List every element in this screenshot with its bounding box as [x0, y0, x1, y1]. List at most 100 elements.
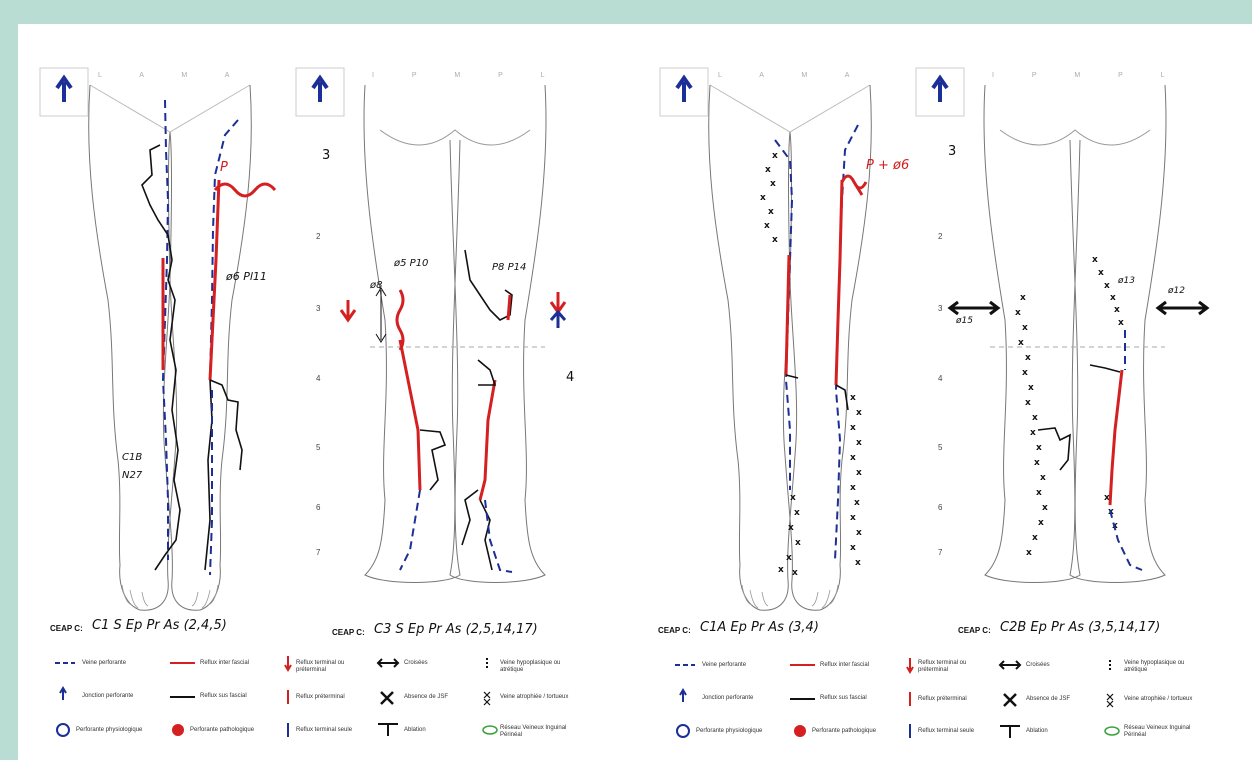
svg-text:x: x: [778, 565, 784, 575]
legend-item: Ablation: [1026, 728, 1048, 735]
reflux-cluster: [842, 176, 866, 195]
level-label: 6: [316, 503, 320, 512]
legend-item: Reflux terminal ou préterminal: [918, 660, 980, 674]
svg-text:x: x: [790, 493, 796, 503]
inter-fascial-reflux: [400, 340, 420, 490]
small-saphenous-vein: [400, 490, 420, 570]
reflux-segment: [508, 295, 510, 320]
level-label: 3: [938, 304, 942, 313]
legend-item: Reflux sus fascial: [820, 695, 867, 702]
svg-text:x: x: [850, 543, 856, 553]
svg-text:x: x: [1025, 398, 1031, 408]
svg-text:x: x: [768, 207, 774, 217]
handwritten-note: N27: [122, 470, 142, 481]
handwritten-note: ø15: [956, 316, 973, 326]
sus-fascial-reflux: [1090, 365, 1120, 372]
level-label: 2: [938, 232, 942, 241]
left-panel-posterior-legs: [364, 85, 546, 583]
legend-item: Reflux inter fascial: [820, 662, 869, 669]
perforator-mark: P: [220, 160, 228, 175]
svg-text:x: x: [1098, 268, 1104, 278]
posterior-direction-letters: I P M P L: [992, 72, 1183, 79]
level-label: 6: [938, 503, 942, 512]
svg-text:x: x: [1022, 323, 1028, 333]
handwritten-level: 3: [322, 148, 330, 163]
ceap-label: CEAP C:: [50, 624, 83, 633]
svg-text:x: x: [1036, 488, 1042, 498]
right-panel-posterior-legs: [984, 85, 1166, 583]
sus-fascial-reflux: [205, 380, 242, 570]
svg-text:x: x: [850, 423, 856, 433]
inter-fascial-reflux: [480, 380, 495, 500]
handwritten-note: ø8: [370, 280, 382, 291]
ceap-classification: C3 S Ep Pr As (2,5,14,17): [374, 622, 538, 637]
svg-text:x: x: [786, 553, 792, 563]
anterior-direction-letters: L A M A: [98, 72, 247, 79]
ceap-classification: C2B Ep Pr As (3,5,14,17): [1000, 620, 1160, 635]
svg-text:x: x: [1032, 413, 1038, 423]
inter-fascial-reflux: [786, 255, 789, 375]
level-label: 7: [316, 548, 320, 557]
svg-text:x: x: [850, 483, 856, 493]
legend-item: Jonction perforante: [82, 693, 133, 700]
level-label: 4: [316, 374, 320, 383]
up-arrow-icon: [677, 78, 691, 102]
ceap-classification: C1A Ep Pr As (3,4): [700, 620, 819, 635]
handwritten-level: 4: [566, 370, 574, 385]
great-saphenous-vein: [210, 120, 238, 380]
svg-text:x: x: [1030, 428, 1036, 438]
legend-item: Réseau Veineux Inguinal Périnéal: [1124, 725, 1209, 739]
level-label: 7: [938, 548, 942, 557]
svg-text:x: x: [788, 523, 794, 533]
crossing-arrow-icon: [950, 302, 998, 314]
svg-text:x: x: [1028, 383, 1034, 393]
level-label: 4: [938, 374, 942, 383]
svg-text:x: x: [1032, 533, 1038, 543]
up-arrow-icon: [57, 78, 71, 102]
legend-item: Reflux sus fascial: [200, 693, 247, 700]
svg-text:x: x: [855, 558, 861, 568]
svg-text:x: x: [795, 538, 801, 548]
reflux-down-arrow-icon: [341, 300, 355, 320]
legend-item: Reflux terminal seule: [296, 727, 352, 734]
reflux-down-arrow-icon: [551, 292, 565, 312]
legend-item: Reflux préterminal: [296, 694, 345, 701]
svg-text:x: x: [1042, 503, 1048, 513]
ceap-label: CEAP C:: [958, 626, 991, 635]
handwritten-note: C1B: [122, 452, 142, 463]
sus-fascial-reflux: [1038, 428, 1070, 470]
handwritten-note: P8 P14: [492, 262, 526, 273]
svg-text:x: x: [760, 193, 766, 203]
legend-item: Absence de JSF: [1026, 696, 1070, 703]
sus-fascial-reflux: [478, 360, 495, 385]
legend-item: Perforante physiologique: [76, 727, 142, 734]
svg-text:x: x: [1110, 293, 1116, 303]
legend-item: Reflux inter fascial: [200, 660, 249, 667]
svg-text:x: x: [1040, 473, 1046, 483]
svg-text:x: x: [1104, 281, 1110, 291]
svg-text:x: x: [1025, 353, 1031, 363]
legend-item: Perforante pathologique: [812, 728, 876, 735]
crossing-arrow-icon: [1158, 302, 1207, 314]
sus-fascial-reflux: [142, 145, 180, 570]
small-saphenous-vein: [485, 500, 512, 572]
svg-text:x: x: [770, 179, 776, 189]
atrophied-vein-chain: xxxxxxxxxxxxxxxxxx xxxxxx xxx: [1015, 255, 1124, 558]
legend-item: Ablation: [404, 727, 426, 734]
svg-text:x: x: [856, 438, 862, 448]
legend-item: Veine atrophiée / tortueux: [1124, 696, 1192, 703]
handwritten-note: ø13: [1118, 276, 1135, 286]
svg-text:x: x: [850, 453, 856, 463]
legend-item: Veine perforante: [82, 660, 126, 667]
legend-item: Reflux terminal ou préterminal: [296, 660, 358, 674]
up-arrow-icon: [933, 78, 947, 102]
legend-item: Réseau Veineux Inguinal Périnéal: [500, 725, 585, 739]
svg-text:x: x: [850, 393, 856, 403]
svg-text:x: x: [1092, 255, 1098, 265]
handwritten-note: ø12: [1168, 286, 1185, 296]
level-label: 5: [938, 443, 942, 452]
svg-text:x: x: [1118, 318, 1124, 328]
level-label: 3: [316, 304, 320, 313]
ceap-label: CEAP C:: [332, 628, 365, 637]
